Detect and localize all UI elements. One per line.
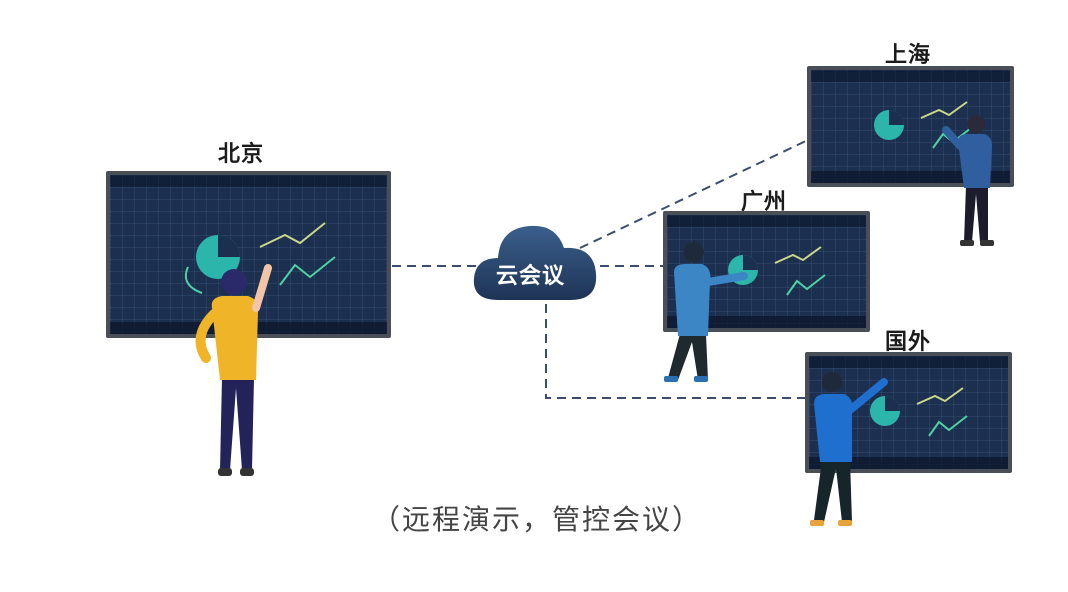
link-cloud-overseas xyxy=(545,304,806,399)
link-cloud-shanghai xyxy=(579,139,809,249)
person-presenting-icon xyxy=(810,372,888,526)
label-guangzhou: 广州 xyxy=(741,190,788,215)
label-beijing: 北京 xyxy=(218,142,265,167)
person-presenting-icon xyxy=(664,242,748,382)
cloud-icon xyxy=(473,225,597,300)
label-overseas: 国外 xyxy=(885,330,932,355)
caption: （远程演示，管控会议） xyxy=(372,503,703,536)
label-shanghai: 上海 xyxy=(885,43,932,68)
person-presenting-icon xyxy=(942,115,994,246)
cloud-label: 云会议 xyxy=(496,264,566,289)
person-presenting-icon xyxy=(195,264,272,476)
